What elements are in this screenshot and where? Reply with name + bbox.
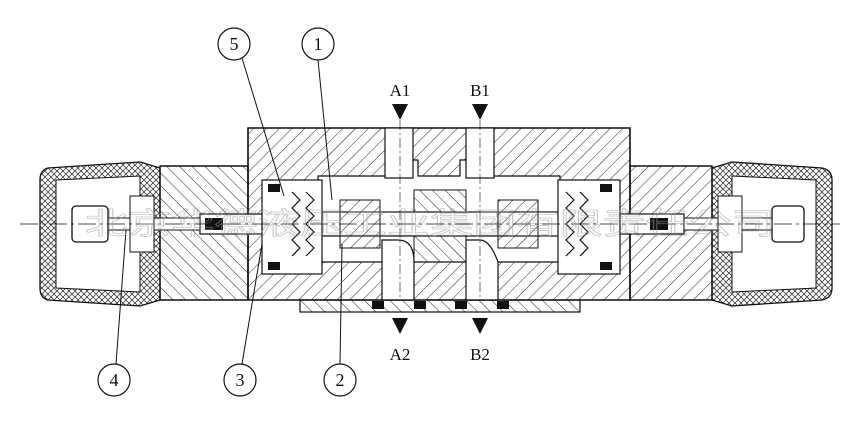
port-b2-channel — [465, 239, 499, 301]
callout-2: 2 — [323, 243, 357, 397]
arrow-b1 — [472, 104, 488, 120]
port-a2-channel — [381, 239, 415, 301]
arrow-a2 — [392, 318, 408, 334]
callout-4: 4 — [97, 229, 131, 397]
callout-4-number: 4 — [110, 370, 119, 390]
callout-2-number: 2 — [336, 370, 345, 390]
port-label-a1: A1 — [390, 81, 411, 100]
callout-5: 5 — [217, 27, 285, 197]
callout-1: 1 — [301, 27, 335, 201]
arrow-b2 — [472, 318, 488, 334]
callout-5-number: 5 — [230, 34, 239, 54]
port-label-b2: B2 — [470, 345, 490, 364]
right-solenoid-housing — [557, 161, 833, 307]
port-label-a2: A2 — [390, 345, 411, 364]
callout-3-number: 3 — [236, 370, 245, 390]
mounting-plate — [299, 299, 581, 313]
port-a1-channel — [384, 127, 414, 179]
callout-3: 3 — [223, 243, 263, 397]
callout-1-number: 1 — [314, 34, 323, 54]
port-arrows — [392, 104, 488, 334]
arrow-a1 — [392, 104, 408, 120]
port-label-b1: B1 — [470, 81, 490, 100]
watermark-text: 北京华德液压工业集团有限责任公司 — [85, 207, 775, 242]
left-solenoid-housing — [39, 161, 323, 307]
